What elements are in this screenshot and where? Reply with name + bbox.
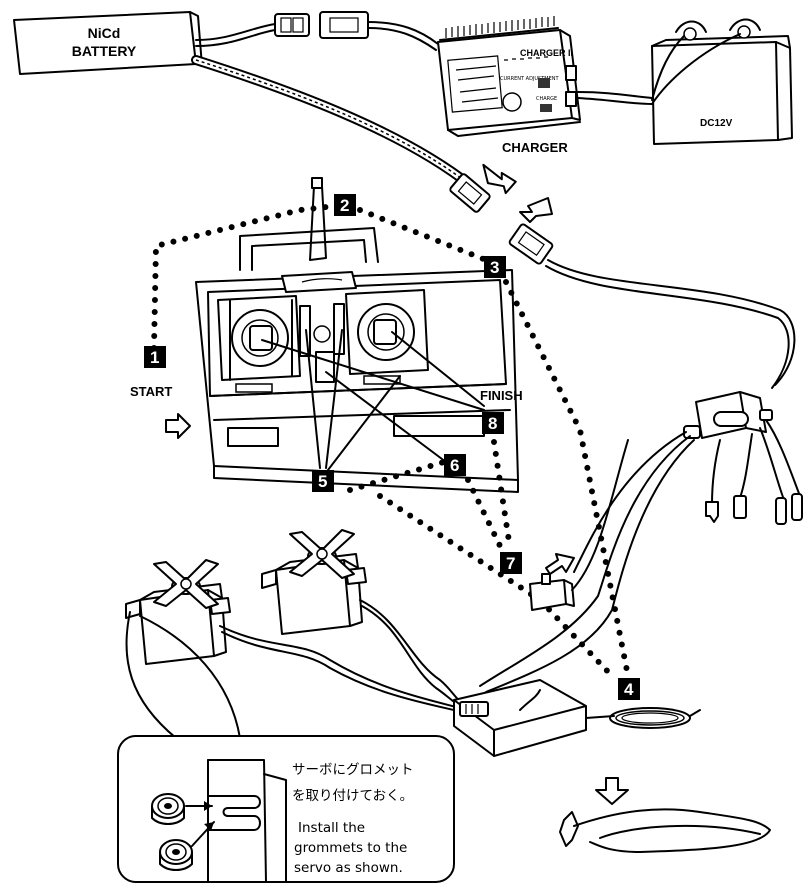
switch-lead-connector	[508, 223, 554, 265]
battery-switch-connector	[449, 173, 491, 213]
charger: CHARGER II CURRENT ADJUSTMENT CHARGE	[437, 16, 581, 137]
servo-right	[261, 529, 367, 635]
route-2-to-3	[357, 207, 489, 263]
charger-label: CHARGER	[502, 140, 568, 155]
step-badge-1: 1	[144, 346, 166, 368]
finish-label: FINISH	[480, 388, 523, 403]
step-badge-6: 6	[444, 454, 466, 476]
step-badge-5: 5	[312, 470, 334, 492]
svg-text:6: 6	[450, 456, 459, 475]
start-label: START	[130, 384, 172, 399]
route-5-to-6	[347, 459, 447, 493]
note-en-line3: servo as shown.	[294, 860, 403, 876]
arrow-connect-right	[482, 163, 517, 195]
current-adjustment-knob	[502, 92, 522, 112]
route-3-to-4	[503, 279, 631, 679]
svg-text:8: 8	[488, 414, 497, 433]
power-label: DC12V	[700, 118, 733, 129]
note-en-line2: grommets to the	[294, 840, 407, 856]
switch-harness	[683, 391, 803, 525]
start-arrow	[165, 413, 191, 439]
svg-text:3: 3	[490, 258, 499, 277]
battery-connector-male	[274, 13, 310, 37]
svg-text:7: 7	[506, 554, 515, 573]
note-en-line1: Install the	[298, 820, 365, 836]
nicd-battery: NiCd BATTERY	[13, 11, 203, 75]
charger-current-adj-label: CURRENT ADJUSTMENT	[500, 76, 559, 82]
step-badge-2: 2	[334, 194, 356, 216]
note-jp-line1: サーボにグロメット	[292, 762, 414, 778]
step-badge-7: 7	[500, 552, 522, 574]
transmitter	[195, 177, 519, 493]
battery-label-line2: BATTERY	[72, 43, 137, 59]
note-jp-line2: を取り付けておく。	[292, 788, 413, 804]
charger-panel-brand: CHARGER II	[520, 48, 573, 58]
route-6-to-7	[465, 477, 505, 553]
step-badge-4: 4	[618, 678, 640, 700]
receiver-antenna-coil	[585, 707, 701, 729]
charger-connector-female	[319, 11, 369, 39]
grommet-icon	[159, 839, 193, 871]
battery-label-line1: NiCd	[88, 25, 121, 41]
dc12v-car-battery: DC12V	[651, 18, 793, 145]
route-5-to-4	[377, 493, 615, 679]
step-badge-3: 3	[484, 256, 506, 278]
arrow-connect-left	[519, 197, 553, 223]
down-arrow	[595, 777, 629, 805]
svg-text:2: 2	[340, 196, 349, 215]
grommet-icon	[151, 793, 185, 825]
small-switch	[529, 439, 629, 611]
svg-text:4: 4	[624, 680, 634, 699]
svg-text:5: 5	[318, 472, 327, 491]
receiver	[453, 679, 587, 757]
charger-charge-label: CHARGE	[536, 96, 557, 102]
servo-left	[125, 559, 231, 665]
arrow-switch-on	[545, 553, 575, 575]
step-badge-8: 8	[482, 412, 504, 434]
svg-text:1: 1	[150, 348, 159, 367]
grommet-inset	[117, 735, 455, 883]
antenna-straightened	[559, 808, 771, 853]
